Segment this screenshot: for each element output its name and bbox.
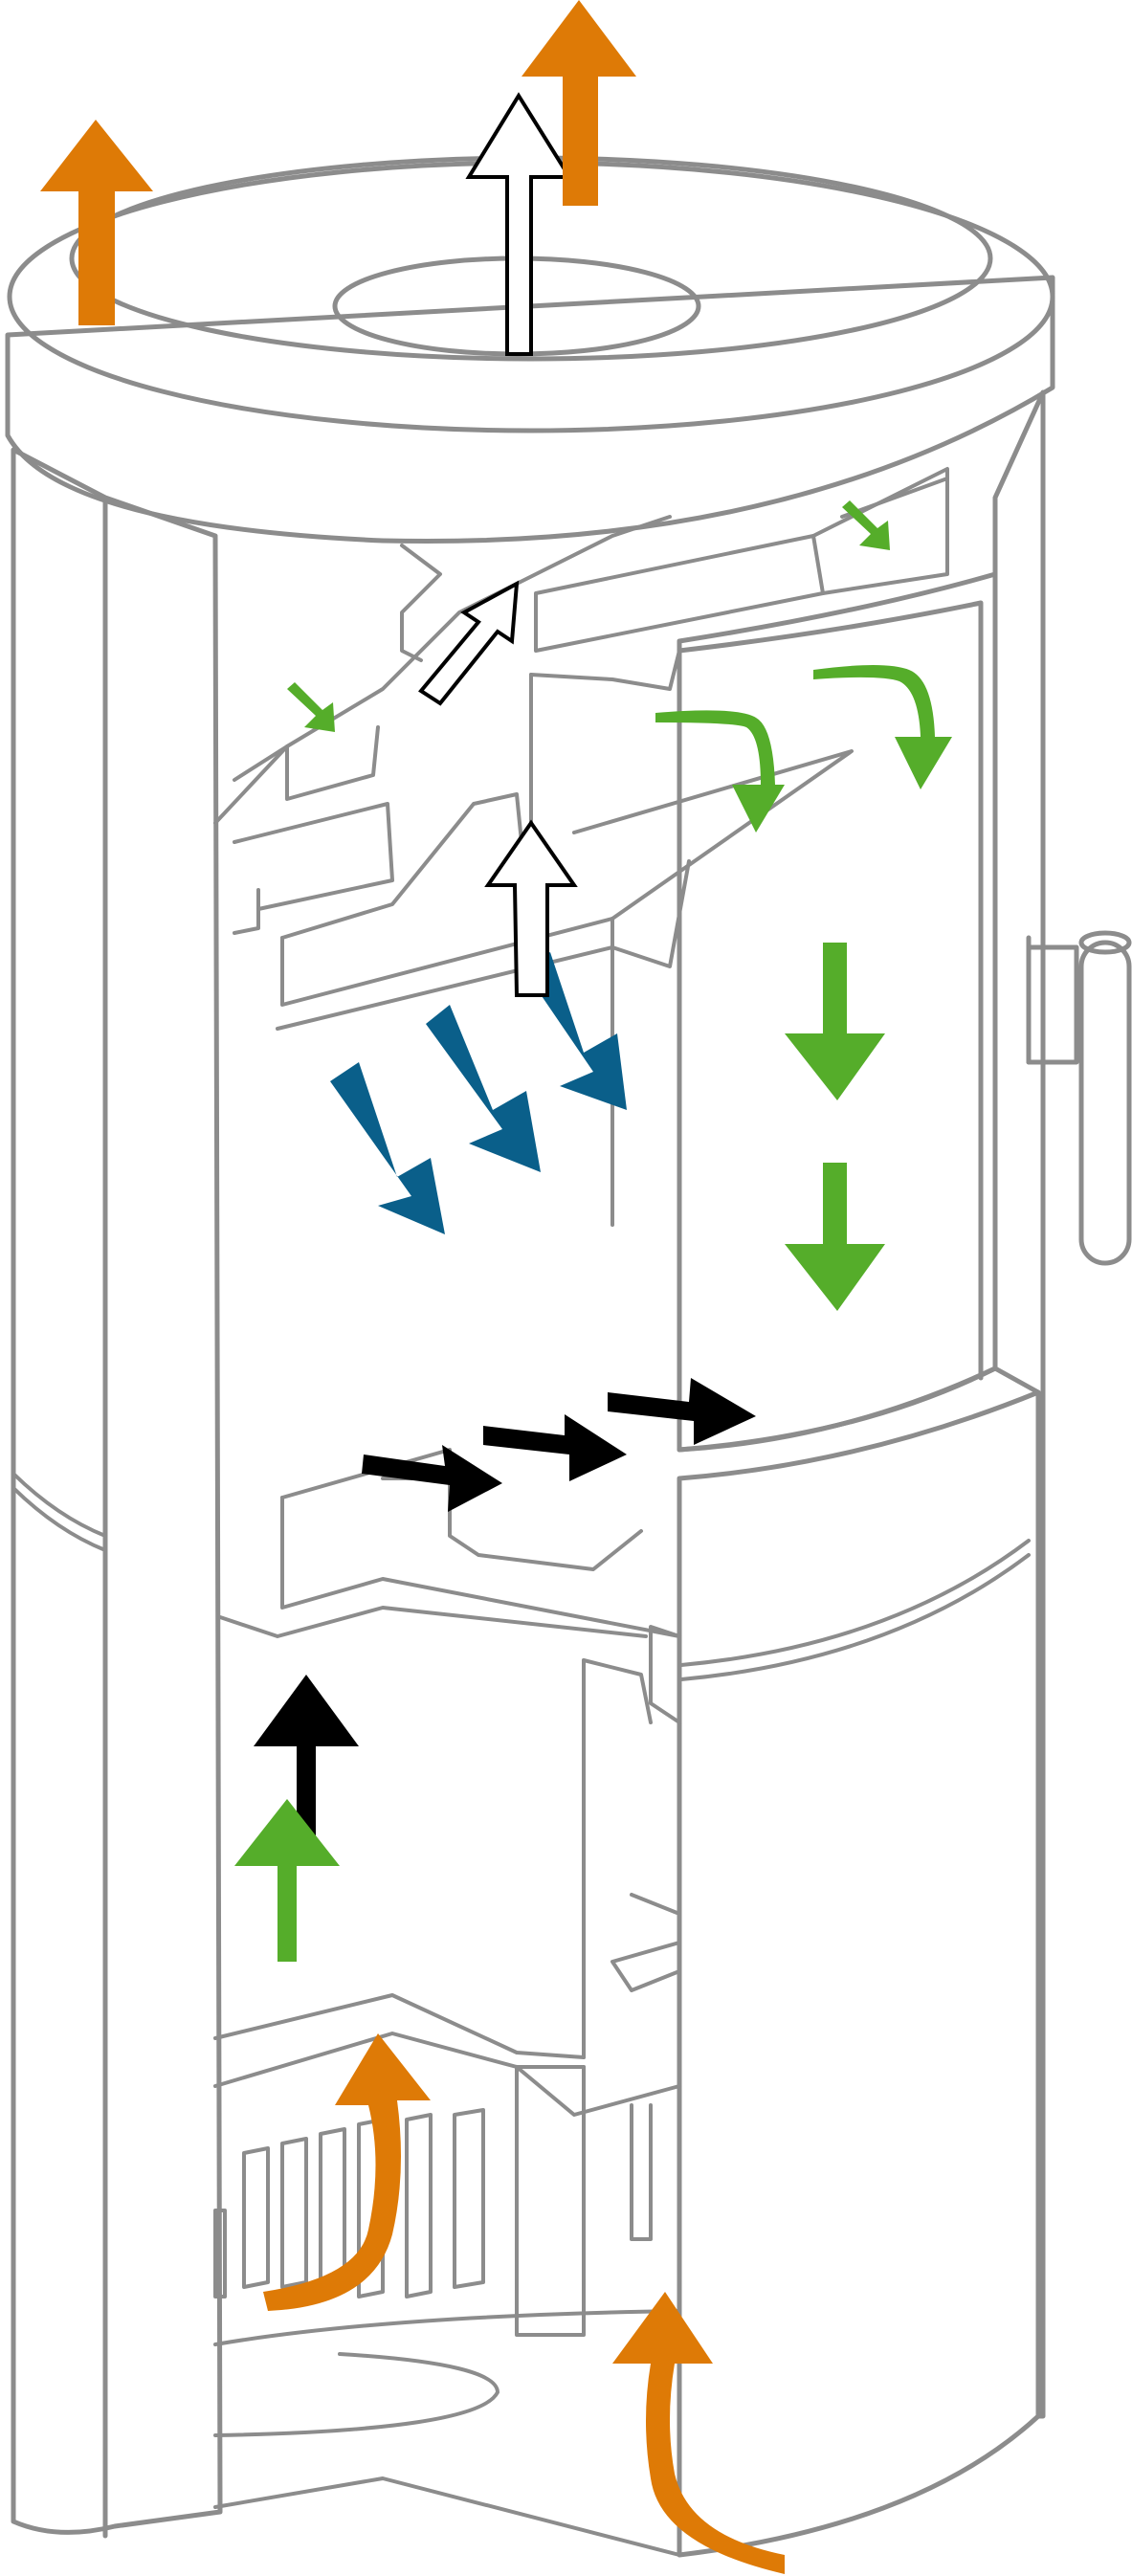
combustion-air-arrow-icon	[483, 1414, 627, 1481]
base-ring-inner	[213, 2352, 499, 2437]
secondary-air-channel	[572, 749, 854, 921]
door-frame-bottom	[677, 1366, 998, 1453]
radiation-arrow-icon	[426, 1005, 541, 1172]
grate-slots	[213, 2108, 485, 2298]
baffle-bracket-2	[233, 802, 394, 911]
baffle-plate-b	[280, 917, 614, 1007]
flue-gas-up-arrow-icon	[484, 819, 578, 997]
base-ring-top	[213, 2309, 681, 2346]
convection-intake-curved-arrow-icon	[263, 2033, 431, 2311]
hot-air-up-arrow-icon	[40, 120, 153, 325]
baffle-plate-c	[276, 945, 614, 1031]
baffle-bracket-1	[233, 725, 380, 801]
chamber-grate	[218, 1606, 648, 1638]
flue-gas-up-arrow-icon	[465, 92, 573, 356]
heat-radiation-arrows	[330, 952, 627, 1234]
combustion-air-arrows	[254, 1378, 756, 1852]
baffle-left-step	[400, 544, 442, 662]
ash-pan-side	[515, 2065, 681, 2117]
chamber-floor-plate	[280, 1496, 681, 1638]
ash-pan-lip	[213, 2032, 586, 2088]
secondary-air-arrow-icon	[287, 682, 335, 732]
base-bottom	[213, 2476, 681, 2557]
right-panel-joint-2	[679, 1553, 1031, 1681]
convection-intake-curved-arrow-icon	[612, 2292, 785, 2574]
combustion-air-arrow-icon	[254, 1675, 359, 1852]
door-handle	[1026, 930, 1132, 1266]
lower-door-latch	[610, 1893, 681, 1992]
door-frame-inner	[677, 600, 984, 1381]
stove-right-lower-panel	[677, 1389, 1041, 2558]
chamber-top-back	[448, 1477, 643, 1571]
secondary-air-arrow-icon	[655, 710, 785, 833]
left-panel-joint-1	[11, 1472, 107, 1538]
combustion-air-arrow-icon	[362, 1445, 502, 1512]
left-panel-joint-2	[11, 1486, 107, 1552]
secondary-air-arrow-icon	[234, 1799, 340, 1962]
stove-left-side-panel	[11, 447, 223, 2535]
ash-pan-post-right	[630, 2103, 653, 2241]
secondary-air-arrow-icon	[785, 943, 885, 1100]
ash-pan-post	[515, 2065, 586, 2337]
chamber-side	[582, 1658, 653, 1724]
stove-body	[5, 155, 1132, 2558]
right-panel-joint-1	[679, 1539, 1031, 1667]
chamber-door-edge	[649, 1625, 681, 1724]
hot-air-up-arrow-icon	[522, 0, 636, 206]
flue-gas-up-arrow-icon	[418, 580, 520, 706]
secondary-air-arrow-icon	[813, 665, 952, 789]
secondary-air-arrows	[234, 500, 952, 1962]
ash-pan-top	[213, 1993, 586, 2059]
secondary-air-arrow-icon	[785, 1163, 885, 1311]
flue-gas-arrows	[418, 92, 578, 997]
inner-divider	[610, 859, 691, 968]
hot-air-convection-arrows	[40, 0, 785, 2574]
combustion-air-arrow-icon	[608, 1378, 756, 1445]
baffle-bracket-3	[233, 888, 260, 935]
secondary-air-arrow-icon	[842, 500, 890, 550]
baffle-plate-d	[529, 649, 681, 691]
radiation-arrow-icon	[330, 1062, 445, 1234]
baffle-plate-a	[280, 792, 523, 940]
